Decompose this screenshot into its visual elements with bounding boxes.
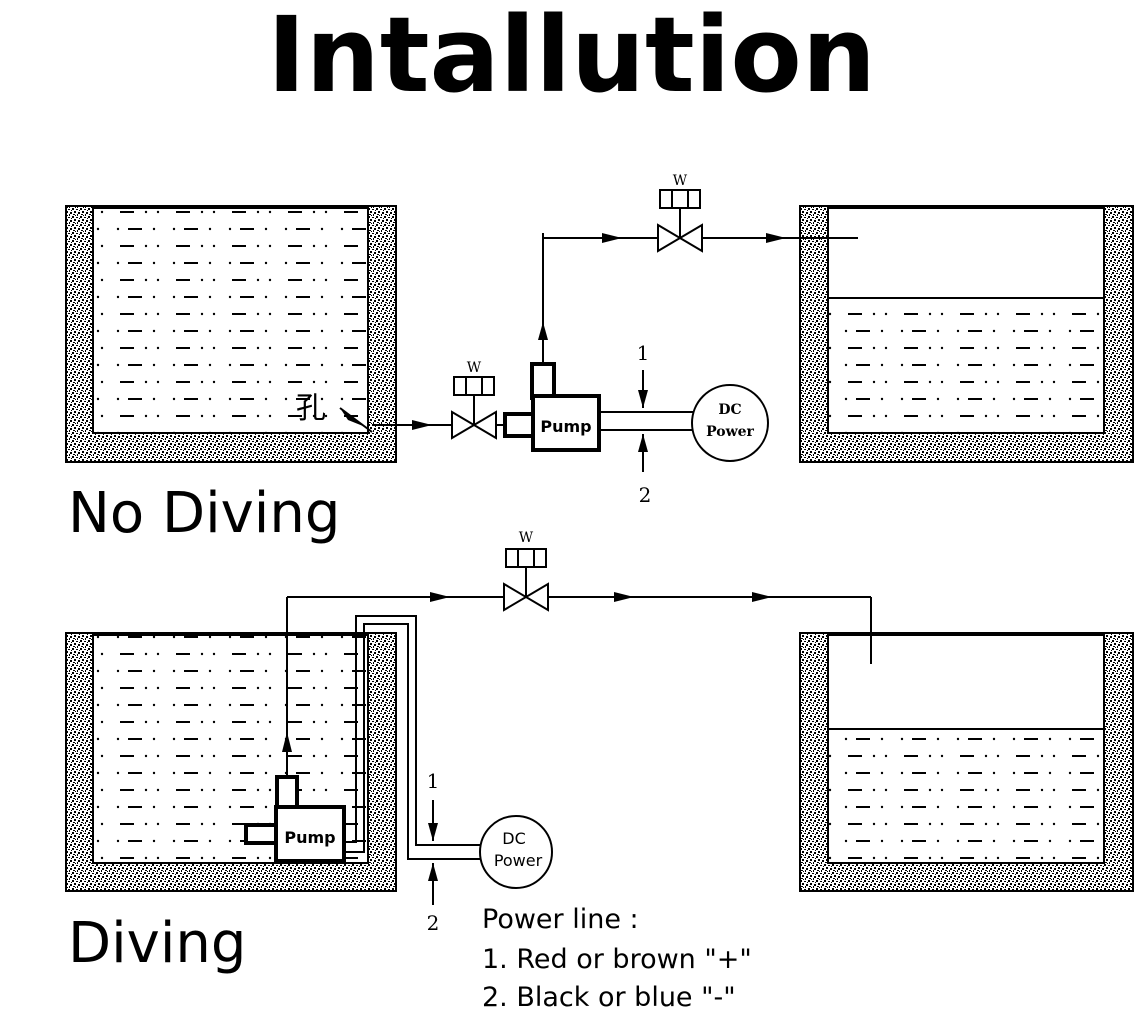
wire-2-label: 2 [427,911,440,935]
arrow-icon [282,732,292,752]
arrow-icon [614,592,634,602]
hole-label: 孔 [296,391,326,426]
valve-label: W [519,530,534,546]
legend-line-2: 2. Black or blue "-" [482,982,736,1013]
arrow-icon [766,233,786,243]
valve-icon [451,376,497,440]
legend-line-1: 1. Red or brown "+" [482,944,752,975]
arrow-icon [428,823,438,841]
legend-heading: Power line : [482,904,639,935]
power-label: Power [706,424,754,440]
arrow-icon [412,420,432,430]
pump-label: Pump [284,828,335,847]
arrow-icon [538,322,548,340]
top-destination-tank [799,205,1134,463]
power-source-icon [691,384,769,462]
power-label: Power [494,851,543,870]
power-source-icon [479,815,553,889]
wire-1-label: 1 [637,341,650,365]
pump-icon [503,362,601,452]
arrow-icon [752,592,772,602]
wire-2-label: 2 [639,483,652,507]
hole-icon: 孔 [296,391,373,433]
caption-no-diving: No Diving [68,481,340,546]
bottom-source-tank [65,632,397,892]
caption-diving: Diving [68,911,246,976]
pump-icon [244,775,346,863]
arrow-icon [638,390,648,408]
power-label: DC [502,829,526,848]
top-power-wires [599,370,693,472]
page-title: Intallution [267,0,876,116]
valve-icon [503,548,549,612]
wire-1-label: 1 [427,769,440,793]
arrow-icon [428,863,438,881]
arrow-icon [430,592,450,602]
valve-label: W [467,360,482,376]
bottom-cable-channel [346,615,488,860]
bottom-destination-tank [799,632,1134,892]
valve-label: W [673,173,688,189]
arrow-icon [638,434,648,452]
top-source-tank [65,205,397,463]
arrow-icon [602,233,622,243]
pump-label: Pump [540,417,591,436]
power-line-legend: Power line : 1. Red or brown "+" 2. Blac… [482,904,752,1013]
valve-icon [657,189,703,253]
power-label: DC [718,402,741,418]
